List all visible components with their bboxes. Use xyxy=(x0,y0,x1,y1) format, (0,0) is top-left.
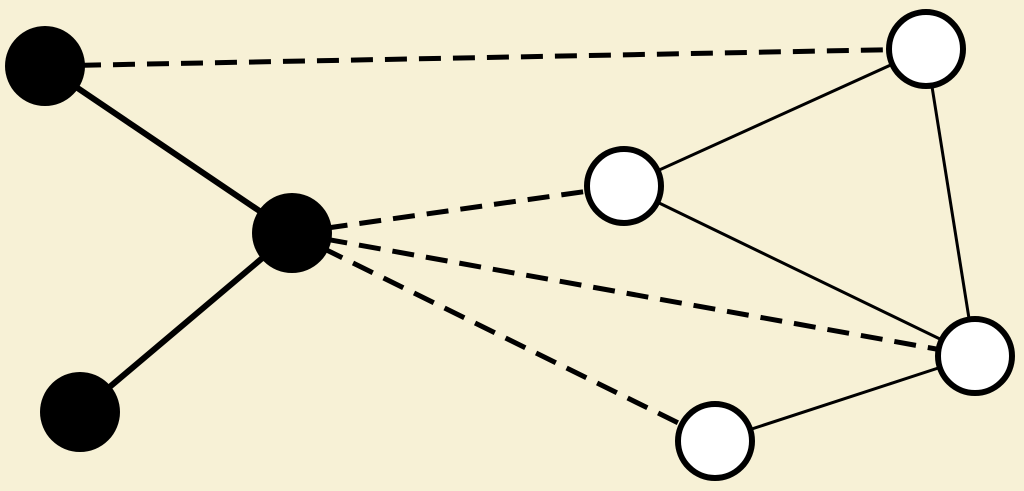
edge-w3-w4 xyxy=(714,354,976,443)
node-w4 xyxy=(675,401,755,481)
edge-w1-w3 xyxy=(924,48,977,357)
node-w1 xyxy=(886,9,966,89)
node-b3 xyxy=(40,372,120,452)
node-w3 xyxy=(935,316,1015,396)
edge-b2-w4 xyxy=(290,230,717,444)
edge-w2-w3 xyxy=(623,184,976,358)
edge-b2-w3 xyxy=(291,230,976,359)
node-b2 xyxy=(252,193,332,273)
node-w2 xyxy=(584,146,664,226)
edge-layer xyxy=(43,46,977,444)
edge-b1-w1 xyxy=(44,46,927,69)
edge-b1-b2 xyxy=(43,63,294,236)
node-b1 xyxy=(5,26,85,106)
edge-b2-w2 xyxy=(291,183,625,236)
edge-b2-b3 xyxy=(78,230,294,415)
node-layer xyxy=(5,9,1015,481)
edge-w1-w2 xyxy=(623,47,927,188)
